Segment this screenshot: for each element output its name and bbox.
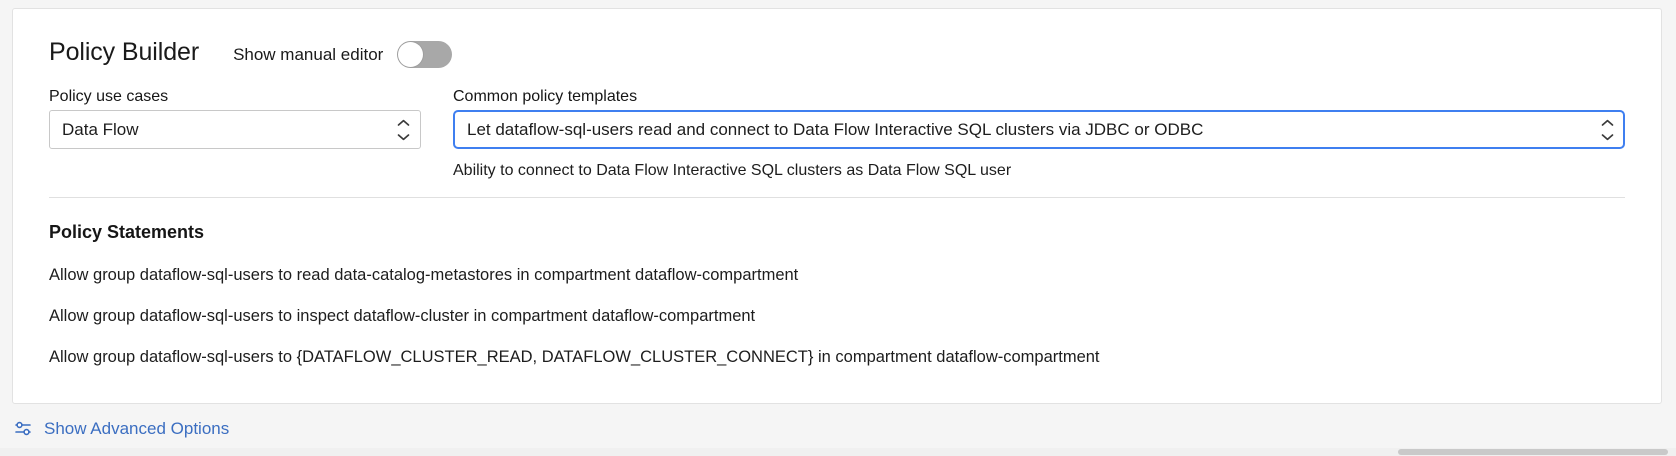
policy-statements-title: Policy Statements	[49, 222, 205, 242]
show-manual-editor-toggle[interactable]	[397, 41, 453, 68]
section-divider	[49, 197, 1625, 198]
policy-statement-row: Allow group dataflow-sql-users to read d…	[49, 266, 799, 284]
policy-statement-row: Allow group dataflow-sql-users to inspec…	[49, 307, 756, 325]
policy-use-cases-select[interactable]: Data Flow	[49, 110, 421, 149]
policy-statements-section: Policy Statements Allow group dataflow-s…	[49, 221, 1625, 367]
sliders-icon	[14, 420, 34, 438]
page-title: Policy Builder	[49, 38, 200, 66]
policy-use-cases-label: Policy use cases	[49, 88, 169, 105]
policy-use-cases-select-wrap: Data Flow	[49, 110, 421, 149]
show-advanced-options-link[interactable]: Show Advanced Options	[14, 414, 229, 444]
horizontal-scrollbar[interactable]	[0, 448, 1676, 456]
manual-editor-toggle-group: Show manual editor	[233, 41, 453, 68]
toggle-knob	[398, 42, 424, 67]
common-policy-templates-label: Common policy templates	[453, 88, 638, 105]
common-policy-templates-select-wrap: Let dataflow-sql-users read and connect …	[453, 110, 1625, 149]
panel-header: Policy Builder Show manual editor	[49, 37, 453, 68]
manual-editor-label: Show manual editor	[233, 45, 384, 64]
top-strip	[0, 0, 1676, 8]
common-policy-templates-field: Common policy templates Let dataflow-sql…	[453, 87, 1625, 181]
show-advanced-options-label: Show Advanced Options	[44, 419, 230, 438]
common-policy-templates-help-text: Ability to connect to Data Flow Interact…	[453, 162, 1012, 179]
fields-row: Policy use cases Data Flow Common policy…	[49, 87, 1625, 181]
common-policy-templates-select[interactable]: Let dataflow-sql-users read and connect …	[453, 110, 1625, 149]
policy-statement-row: Allow group dataflow-sql-users to {DATAF…	[49, 348, 1100, 366]
policy-use-cases-field: Policy use cases Data Flow	[49, 87, 421, 149]
scrollbar-thumb[interactable]	[1398, 449, 1668, 455]
policy-builder-card: Policy Builder Show manual editor Policy…	[12, 8, 1662, 404]
